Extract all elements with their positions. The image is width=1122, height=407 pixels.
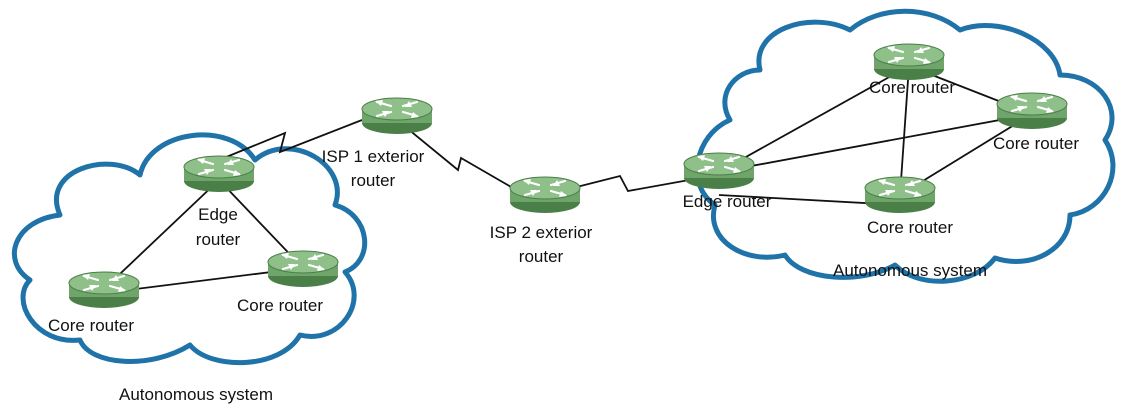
router-icon bbox=[182, 154, 256, 194]
router-icon bbox=[360, 96, 434, 136]
link-left-edge-core1 bbox=[103, 179, 220, 290]
right-core-bottom-label: Core router bbox=[867, 218, 953, 237]
link-right-edge-core-top bbox=[718, 65, 910, 173]
left-edge-router-label-2: router bbox=[196, 230, 241, 249]
router-icon bbox=[995, 91, 1069, 131]
left-core-router-2-label: Core router bbox=[237, 296, 323, 315]
right-core-top-label: Core router bbox=[869, 78, 955, 97]
left-core-router-1-label: Core router bbox=[48, 316, 134, 335]
isp1-router-label-2: router bbox=[351, 171, 396, 190]
isp1-router-label-1: ISP 1 exterior bbox=[322, 147, 425, 166]
left-as-label: Autonomous system bbox=[119, 385, 273, 404]
link-core-top-core-bottom bbox=[899, 65, 910, 196]
router-icon bbox=[266, 249, 340, 289]
right-edge-router-label: Edge router bbox=[683, 192, 772, 211]
link-left-edge-isp1 bbox=[218, 119, 363, 161]
right-as-label: Autonomous system bbox=[833, 261, 987, 280]
left-edge-router-label-1: Edge bbox=[198, 205, 238, 224]
router-icon bbox=[67, 270, 141, 310]
router-icon bbox=[682, 151, 756, 191]
isp2-router-label-2: router bbox=[519, 247, 564, 266]
link-isp2-right-edge bbox=[544, 174, 718, 196]
left-cloud bbox=[11, 132, 368, 366]
right-core-right-label: Core router bbox=[993, 134, 1079, 153]
isp2-router-label-1: ISP 2 exterior bbox=[490, 223, 593, 242]
right-cloud bbox=[694, 8, 1116, 284]
router-icon bbox=[872, 42, 946, 82]
router-icon bbox=[508, 175, 582, 215]
router-icon bbox=[863, 175, 937, 215]
link-isp1-isp2 bbox=[396, 119, 526, 196]
link-right-edge-core-right bbox=[718, 113, 1033, 173]
